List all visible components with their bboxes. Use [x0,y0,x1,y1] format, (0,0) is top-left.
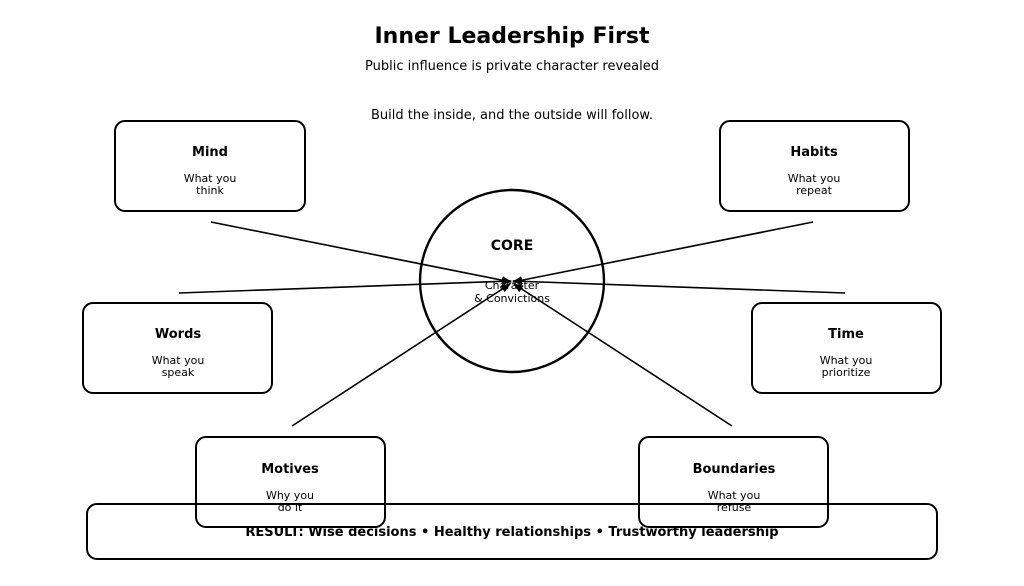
node-mind-desc-line2: think [196,184,224,197]
core-desc-line2: & Convictions [474,292,550,305]
result-box [86,503,938,560]
node-habits-title: Habits [790,145,838,160]
node-motives-desc-line1: Why you [266,489,314,502]
core-title: CORE [491,238,534,254]
node-habits-box [719,120,910,212]
node-habits-desc-line1: What you [788,172,841,185]
diagram-tagline: Build the inside, and the outside will f… [371,108,653,123]
diagram-title: Inner Leadership First [375,24,650,49]
node-boundaries: Boundaries What you refuse [638,436,829,528]
node-habits-desc-line2: repeat [796,184,833,197]
arrow-words-to-core [178,277,512,294]
arrow-boundaries-to-core [513,283,733,427]
node-boundaries-box [638,436,829,528]
node-words: Words What you speak [82,302,273,394]
node-words-box [82,302,273,394]
node-time: Time What you prioritize [751,302,942,394]
node-boundaries-desc-line2: refuse [717,501,752,514]
node-mind: Mind What you think [114,120,306,212]
arrow-time-to-core [512,277,846,294]
node-mind-title: Mind [192,145,228,160]
node-boundaries-desc-line1: What you [708,489,761,502]
node-time-desc-line2: prioritize [822,366,871,379]
node-motives-box [195,436,386,528]
arrow-mind-to-core [210,221,512,285]
core-node: CORE Character & Convictions [418,188,606,374]
result-bar: RESULT: Wise decisions • Healthy relatio… [86,503,938,560]
node-mind-box [114,120,306,212]
node-boundaries-title: Boundaries [693,462,776,477]
core-circle [418,188,606,374]
node-habits: Habits What you repeat [719,120,910,212]
node-motives-desc-line2: do it [278,501,303,514]
node-motives: Motives Why you do it [195,436,386,528]
node-mind-desc-line1: What you [184,172,237,185]
node-time-desc-line1: What you [820,354,873,367]
node-words-desc-line2: speak [162,366,195,379]
diagram-subtitle: Public influence is private character re… [365,59,659,74]
node-motives-title: Motives [261,462,319,477]
core-desc-line1: Character [485,279,540,292]
node-words-desc-line1: What you [152,354,205,367]
node-time-title: Time [828,327,864,342]
arrow-motives-to-core [291,283,511,427]
arrow-habits-to-core [512,221,814,285]
node-time-box [751,302,942,394]
node-words-title: Words [155,327,202,342]
result-text: RESULT: Wise decisions • Healthy relatio… [245,525,778,540]
connector-arrows [178,221,846,427]
